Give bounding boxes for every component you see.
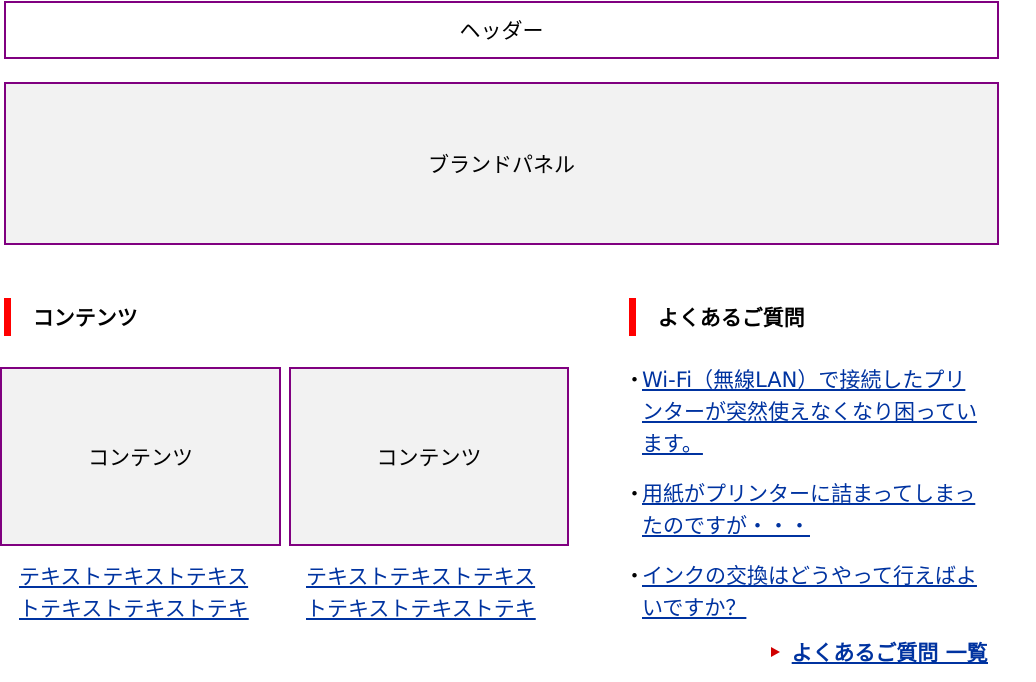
faq-all-link-row: よくあるご質問 一覧 <box>770 637 988 667</box>
bullet-icon: ・ <box>624 368 645 392</box>
faq-item: ・インクの交換はどうやって行えばよいですか？ <box>624 560 984 624</box>
content-card-label: コンテンツ <box>88 445 193 470</box>
faq-link[interactable]: 用紙がプリンターに詰まってしまったのですが・・・ <box>642 482 976 538</box>
bullet-icon: ・ <box>624 482 645 506</box>
brand-panel: ブランドパネル <box>4 82 999 245</box>
content-heading-title: コンテンツ <box>33 306 138 330</box>
faq-list: ・Wi-Fi（無線LAN）で接続したプリンターが突然使えなくなり困っています。 … <box>624 364 984 642</box>
bullet-icon: ・ <box>624 564 645 588</box>
content-card-label: コンテンツ <box>376 445 482 470</box>
faq-heading-title: よくあるご質問 <box>658 306 805 330</box>
faq-all-link[interactable]: よくあるご質問 一覧 <box>791 641 988 665</box>
faq-link[interactable]: Wi-Fi（無線LAN）で接続したプリンターが突然使えなくなり困っています。 <box>642 368 977 456</box>
header-label: ヘッダー <box>459 19 544 43</box>
heading-accent-bar <box>629 298 636 336</box>
content-card-link[interactable]: テキストテキストテキストテキストテキストテキ <box>306 565 536 621</box>
heading-accent-bar <box>4 298 11 336</box>
faq-item: ・用紙がプリンターに詰まってしまったのですが・・・ <box>624 478 984 542</box>
faq-item: ・Wi-Fi（無線LAN）で接続したプリンターが突然使えなくなり困っています。 <box>624 364 984 460</box>
faq-heading: よくあるご質問 <box>629 298 805 336</box>
content-card[interactable]: コンテンツ <box>289 367 569 546</box>
content-card[interactable]: コンテンツ <box>0 367 281 546</box>
brand-panel-label: ブランドパネル <box>428 152 575 177</box>
triangle-right-icon <box>770 647 780 657</box>
content-card-link[interactable]: テキストテキストテキストテキストテキストテキ <box>19 565 249 621</box>
faq-link[interactable]: インクの交換はどうやって行えばよいですか？ <box>642 564 977 620</box>
header: ヘッダー <box>4 1 999 59</box>
content-heading: コンテンツ <box>4 298 138 336</box>
